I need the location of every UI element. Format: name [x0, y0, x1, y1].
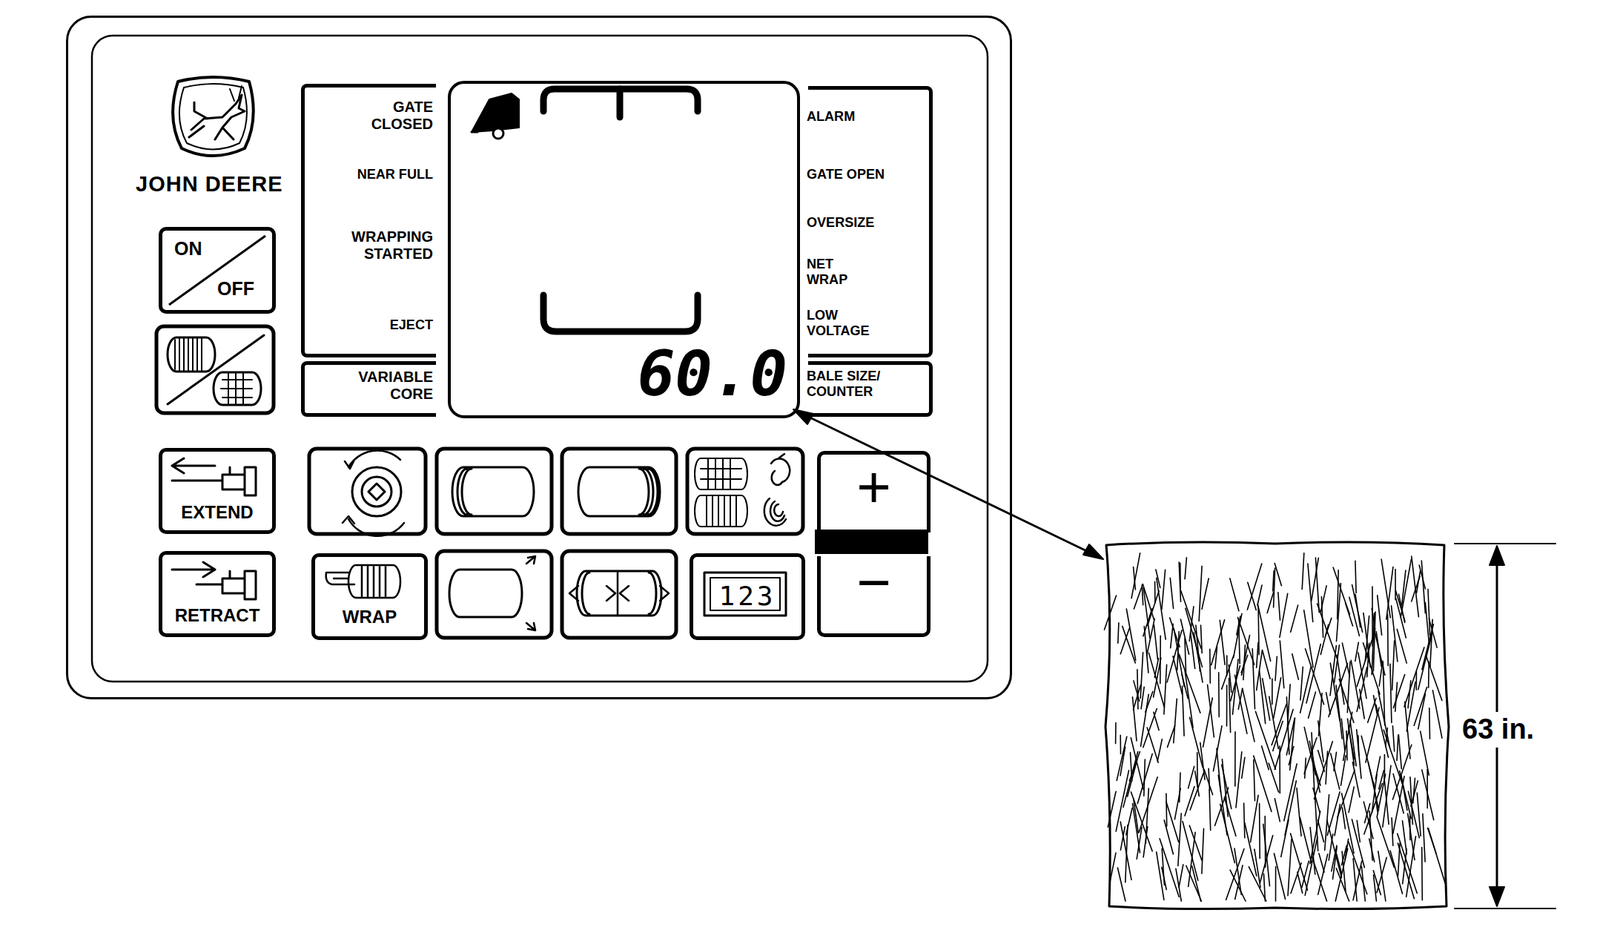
leader-line: [800, 412, 1095, 555]
dimension-label: 63 in.: [1459, 711, 1537, 748]
arrowhead: [1083, 544, 1104, 560]
panel-text: OVERSIZE: [806, 215, 926, 231]
bale-mode-button: [156, 326, 274, 413]
extension-line: [1454, 542, 1556, 545]
logo-antlers: [229, 86, 242, 101]
panel-text: +: [819, 457, 929, 517]
panel-text: NET WRAP: [806, 256, 866, 288]
bale-width-button: [562, 550, 677, 638]
bale-ribs: [174, 338, 202, 371]
panel-text: WRAPPING STARTED: [328, 228, 433, 263]
extend-button: EXTEND: [158, 447, 276, 534]
retract-button: RETRACT: [158, 550, 276, 637]
panel-text: EXTEND: [160, 501, 274, 523]
panel-text: RETRACT: [160, 605, 274, 626]
logo-deer: [189, 94, 245, 140]
wrap-button: WRAP: [311, 553, 428, 640]
panel-text: JOHN DEERE: [135, 172, 284, 197]
panel-text: ON: [174, 237, 219, 260]
panel-text: NEAR FULL: [298, 166, 433, 183]
decrease-button: −: [817, 556, 931, 637]
logo-shield-inner: [179, 83, 247, 150]
actuator-icon: [172, 467, 256, 496]
panel-text: 123: [713, 580, 781, 611]
net-grid: [220, 372, 253, 405]
extend-arrow: [172, 458, 216, 474]
panel-text: ALARM: [806, 108, 926, 125]
wrap-type-button: [687, 448, 803, 534]
arrowhead: [793, 409, 814, 425]
panel-text: LOW VOLTAGE: [806, 307, 900, 339]
key-separator: [814, 529, 929, 554]
roller-button: [309, 448, 426, 534]
button-divider: [167, 335, 264, 405]
rotation-arrows: [342, 450, 405, 537]
extension-line: [1454, 907, 1556, 909]
bale-chamber-bottom: [543, 295, 698, 332]
bale-left-button: [436, 448, 552, 534]
bale-eject-button: [436, 550, 552, 638]
panel-text: WRAP: [313, 606, 426, 628]
increase-button: +: [817, 450, 931, 533]
indicator-label-panel: ALARM GATE OPEN OVERSIZE NET WRAP LOW VOLTAG…: [808, 86, 933, 358]
retract-arrow: [172, 562, 216, 577]
logo-shield: [172, 77, 254, 156]
display-screen: 60.0: [447, 80, 800, 419]
power-button: ON OFF: [158, 226, 276, 314]
panel-text: VARIABLE CORE: [328, 368, 433, 403]
bale-icon: [213, 372, 261, 405]
actuator-icon: [196, 570, 256, 600]
panel-text: OFF: [217, 278, 270, 300]
panel-text: −: [819, 553, 929, 613]
counter-button: 123: [689, 553, 806, 640]
bale-icon: [348, 564, 401, 598]
indicator-label-panel: GATE CLOSED NEAR FULL WRAPPING STARTED EJEC…: [301, 83, 436, 358]
monitor-panel: JOHN DEERE GATE CLOSED NEAR FULL WRAPPING S…: [65, 15, 1013, 700]
panel-text: GATE OPEN: [806, 166, 926, 183]
mode-label-box: BALE SIZE/ COUNTER: [808, 361, 933, 417]
panel-inner-outline: [91, 35, 988, 682]
bale: [1105, 541, 1449, 909]
counter-window: [704, 572, 786, 616]
panel-text: BALE SIZE/ COUNTER: [806, 368, 918, 400]
panel-text: 60.0: [609, 342, 788, 405]
bale-right-button: [562, 448, 677, 534]
hay-texture: [1104, 553, 1446, 901]
mode-label-box: VARIABLE CORE: [301, 361, 436, 417]
bale-icon: [167, 337, 216, 372]
panel-text: GATE CLOSED: [339, 98, 433, 133]
baler-icon: [471, 93, 519, 132]
panel-text: EJECT: [298, 317, 433, 333]
